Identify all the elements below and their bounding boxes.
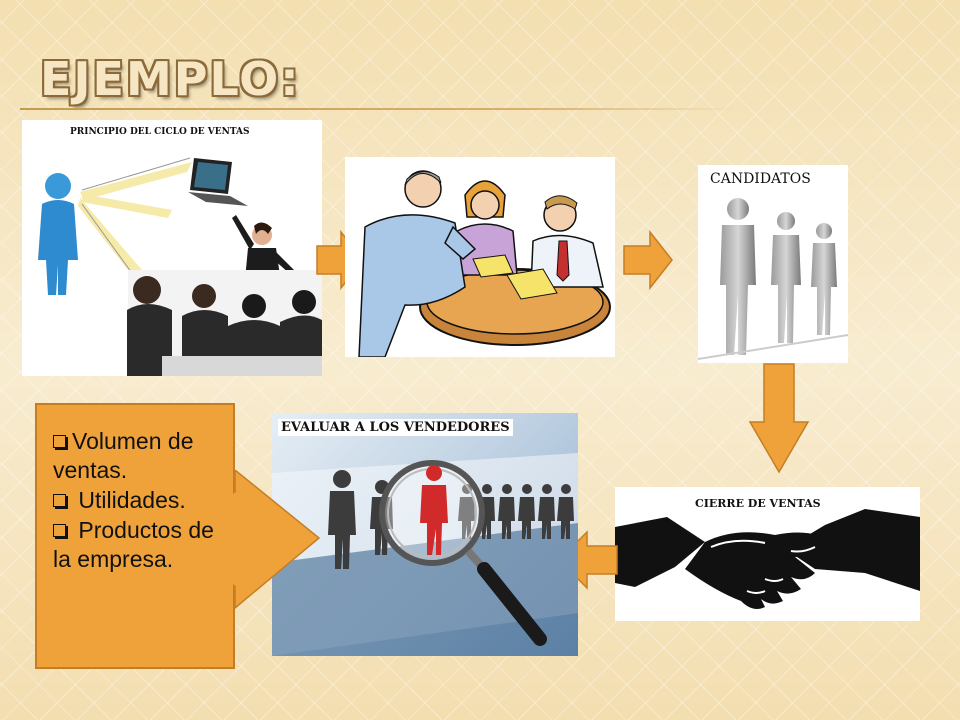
handshake-icon <box>615 509 920 609</box>
speaker-figure-icon <box>38 173 78 295</box>
person-figure-icon-2 <box>771 212 801 343</box>
panel-cierre-ventas: CIERRE DE VENTAS <box>615 487 920 621</box>
checkbox-bullet-icon <box>53 494 66 507</box>
panel-title-candidatos: CANDIDATOS <box>710 171 811 187</box>
panel-reunion <box>345 157 615 357</box>
title-divider <box>20 108 740 110</box>
projection-rays <box>78 162 192 275</box>
magnifying-glass-icon <box>379 460 547 646</box>
list-item: Utilidades. <box>53 486 223 515</box>
meeting-illustration <box>358 170 611 357</box>
selected-candidate-icon <box>420 465 448 555</box>
list-item: Productos de la empresa. <box>53 517 214 572</box>
panel-title-principio: PRINCIPIO DEL CICLO DE VENTAS <box>70 127 250 137</box>
laptop-icon <box>188 158 248 206</box>
slide-title: EJEMPLO: <box>40 52 301 106</box>
checkbox-bullet-icon <box>53 524 66 537</box>
presentation-illustration <box>38 157 322 376</box>
man-figure-right <box>530 195 604 288</box>
panel-title-evaluar: EVALUAR A LOS VENDEDORES <box>281 420 510 435</box>
person-figure-icon-1 <box>720 198 756 355</box>
checkbox-bullet-icon <box>53 435 66 448</box>
candidates-illustration <box>698 198 848 360</box>
criteria-list: Volumen de ventas. Utilidades. Productos… <box>37 405 233 574</box>
callout-arrow-right <box>233 470 321 610</box>
criteria-callout: Volumen de ventas. Utilidades. Productos… <box>35 403 235 669</box>
panel-candidatos: CANDIDATOS <box>698 165 848 363</box>
flow-arrow-right-2 <box>623 230 673 290</box>
panel-title-evaluar-box: EVALUAR A LOS VENDEDORES <box>278 419 513 436</box>
flow-arrow-down <box>748 363 810 474</box>
audience-group <box>127 270 322 376</box>
handshake-illustration <box>615 509 920 609</box>
panel-principio-ciclo: PRINCIPIO DEL CICLO DE VENTAS <box>22 120 322 376</box>
list-item: Volumen de ventas. <box>53 428 194 483</box>
person-figure-icon-3 <box>811 223 837 335</box>
man-figure-left <box>358 170 477 357</box>
search-candidates-illustration <box>272 453 578 656</box>
panel-evaluar-vendedores: EVALUAR A LOS VENDEDORES <box>272 413 578 656</box>
panel-title-cierre: CIERRE DE VENTAS <box>695 497 821 510</box>
